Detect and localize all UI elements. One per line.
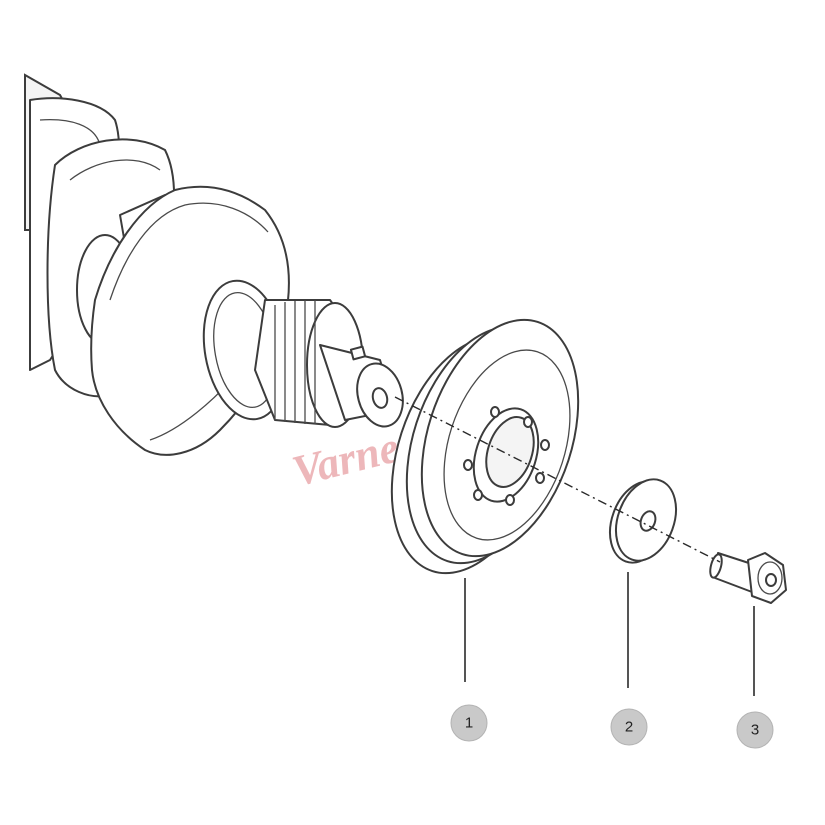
washer	[609, 478, 677, 564]
callout-1-label: 1	[465, 715, 473, 732]
crankshaft	[24, 73, 404, 456]
callout-1: 1	[450, 704, 488, 742]
callout-3-label: 3	[751, 722, 759, 739]
callout-3: 3	[736, 711, 774, 749]
callout-2: 2	[610, 708, 648, 746]
assembly-axis	[394, 396, 721, 563]
crankshaft-pulley	[390, 318, 580, 575]
callout-2-label: 2	[625, 719, 633, 736]
watermark: Varne	[287, 422, 403, 496]
crankshaft-snout	[319, 344, 404, 428]
watermark-text: Varne	[287, 422, 403, 496]
bolt	[709, 552, 787, 604]
